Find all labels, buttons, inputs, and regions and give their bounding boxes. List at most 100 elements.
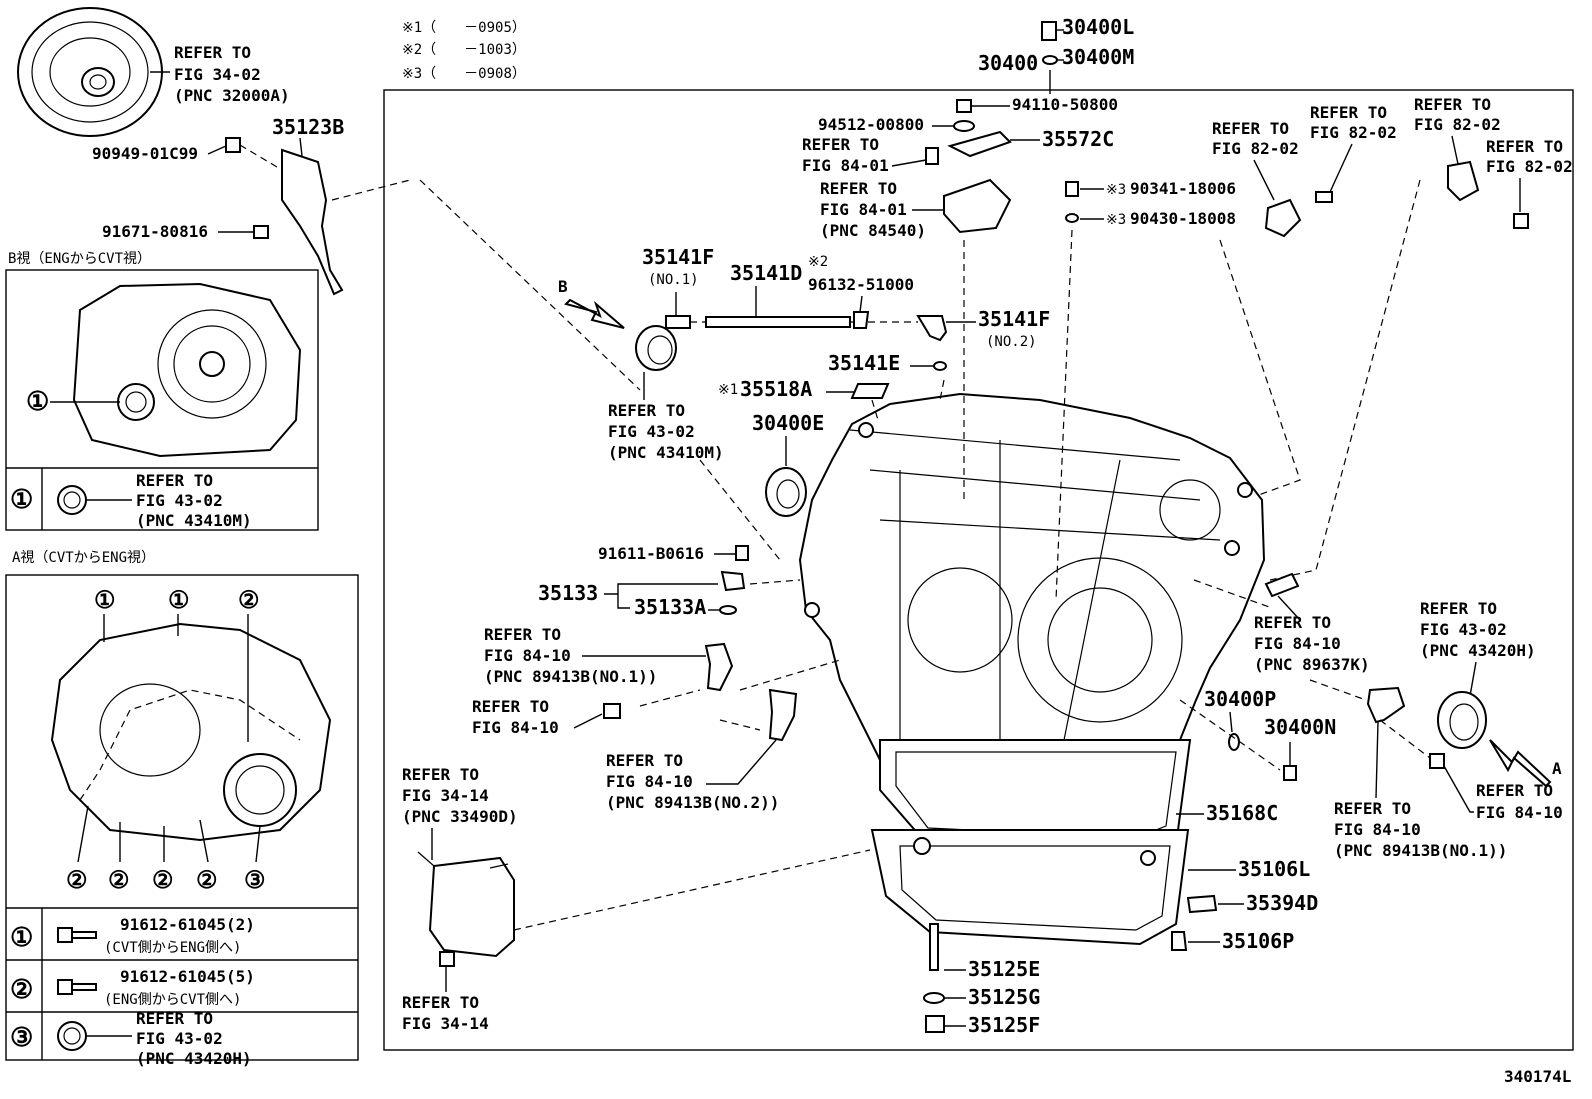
bolt-icon <box>57 979 97 995</box>
part-35106p: 35106P <box>1222 929 1294 953</box>
part-30400m: 30400M <box>1062 45 1134 69</box>
view-a-callouts: ① ① ② ② ② ② ② ③ <box>66 586 266 894</box>
ref-fig-84-10-no2: REFER TO FIG 84-10 (PNC 89413B(NO.2)) <box>606 751 779 812</box>
part-30400e: 30400E <box>752 411 824 435</box>
svg-text:①: ① <box>168 586 190 614</box>
main-frame <box>383 89 1574 1051</box>
mark-2: ※2 <box>808 254 828 270</box>
drain-plug-parts <box>923 923 945 1033</box>
mark-3a: ※3 <box>1106 182 1126 198</box>
part-35141f-no1: 35141F <box>642 245 714 269</box>
part-90949: 90949-01C99 <box>92 144 198 163</box>
view-b-legend-ref: REFER TO FIG 43-02 (PNC 43410M) <box>136 471 252 530</box>
part-94110: 94110-50800 <box>1012 95 1118 114</box>
ref-fig-84-01-b: REFER TO FIG 84-01 (PNC 84540) <box>820 179 926 240</box>
mark-1: ※1 <box>718 382 738 398</box>
view-b-callout: ① <box>26 387 49 417</box>
part-90430: 90430-18008 <box>1130 209 1236 228</box>
ref-fig-43-02-m: REFER TO FIG 43-02 (PNC 43410M) <box>608 401 724 462</box>
arrow-a-label: A <box>1552 759 1562 778</box>
ref-fig-82-02-a: REFER TO FIG 82-02 <box>1212 119 1299 158</box>
oil-seal-43420h <box>1437 691 1487 749</box>
part-30400: 30400 <box>978 51 1038 75</box>
view-a-row3-ref: REFER TO FIG 43-02 (PNC 43420H) <box>136 1009 252 1068</box>
ref-fig-84-10-no1: REFER TO FIG 84-10 (PNC 89413B(NO.1)) <box>484 625 657 686</box>
view-b-arrow-icon <box>564 298 625 329</box>
ref-torque-converter: REFER TO FIG 34-02 (PNC 32000A) <box>174 43 290 105</box>
view-a-housing-drawing <box>50 622 332 842</box>
svg-text:②: ② <box>196 866 218 894</box>
ref-fig-84-10-right-bolt: REFER TO FIG 84-10 <box>1476 781 1563 822</box>
seal-icon <box>57 1021 87 1051</box>
ref-fig-82-02-b: REFER TO FIG 82-02 <box>1310 103 1397 142</box>
sensor-drawings-top-right <box>1264 160 1529 238</box>
part-35141d: 35141D <box>730 261 802 285</box>
view-a-arrow-icon <box>1489 739 1552 788</box>
note-2: ※2（ －1003） <box>402 42 526 58</box>
ref-fig-84-01-a: REFER TO FIG 84-01 <box>802 135 889 175</box>
ref-fig-34-14-a: REFER TO FIG 34-14 (PNC 33490D) <box>402 765 518 826</box>
svg-text:②: ② <box>66 866 88 894</box>
top-fasteners <box>925 21 1079 234</box>
part-35141f-no1-sub: (NO.1) <box>648 272 699 288</box>
part-35125g: 35125G <box>968 985 1040 1009</box>
transmission-case-drawing <box>798 392 1266 792</box>
view-b-seal-icon <box>57 485 87 515</box>
ref-fig-82-02-d: REFER TO FIG 82-02 <box>1486 137 1573 176</box>
part-35125f: 35125F <box>968 1013 1040 1037</box>
diagram-id: 340174L <box>1504 1067 1571 1086</box>
part-35141f-no2-sub: (NO.2) <box>986 334 1037 350</box>
part-35141e: 35141E <box>828 351 900 375</box>
part-30400n: 30400N <box>1264 715 1336 739</box>
svg-text:①: ① <box>94 586 116 614</box>
view-a-row1-num: ① <box>10 923 33 953</box>
part-30400l: 30400L <box>1062 15 1134 39</box>
ref-fig-84-10-bolt: REFER TO FIG 84-10 <box>472 697 559 737</box>
speed-sensor-right <box>1366 686 1406 724</box>
shaft-drawing <box>635 311 948 371</box>
torque-converter-drawing <box>17 7 163 137</box>
speed-sensor-89637k <box>1264 572 1300 598</box>
part-96132: 96132-51000 <box>808 275 914 294</box>
part-35133a: 35133A <box>634 595 706 619</box>
oil-cooler-drawing <box>417 851 515 967</box>
view-a-row3-num: ③ <box>10 1023 33 1053</box>
view-a-row2-part: 91612-61045(5) <box>120 967 255 986</box>
part-35394d: 35394D <box>1246 891 1318 915</box>
part-35106l: 35106L <box>1238 857 1310 881</box>
view-a-title: A視（CVTからENG視） <box>12 550 155 566</box>
note-1: ※1（ －0905） <box>402 20 526 36</box>
part-35123b: 35123B <box>272 115 344 139</box>
part-91611: 91611-B0616 <box>598 544 704 563</box>
part-30400p: 30400P <box>1204 687 1276 711</box>
svg-text:②: ② <box>238 586 260 614</box>
view-a-box <box>5 574 359 1061</box>
svg-text:③: ③ <box>244 866 266 894</box>
view-b-box <box>5 269 319 531</box>
ref-fig-34-14-b: REFER TO FIG 34-14 <box>402 993 489 1033</box>
bracket-35123b-drawing <box>225 137 344 296</box>
ref-fig-84-10-right: REFER TO FIG 84-10 (PNC 89413B(NO.1)) <box>1334 799 1507 860</box>
svg-text:②: ② <box>108 866 130 894</box>
part-35125e: 35125E <box>968 957 1040 981</box>
ref-fig-84-10-89637k: REFER TO FIG 84-10 (PNC 89637K) <box>1254 613 1370 674</box>
arrow-b-label: B <box>558 277 568 296</box>
view-b-housing-drawing <box>72 282 302 458</box>
part-35168c: 35168C <box>1206 801 1278 825</box>
part-90341: 90341-18006 <box>1130 179 1236 198</box>
view-a-row2-num: ② <box>10 975 33 1005</box>
ref-fig-82-02-c: REFER TO FIG 82-02 <box>1414 95 1501 134</box>
part-35133: 35133 <box>538 581 598 605</box>
view-a-row1-part: 91612-61045(2) <box>120 915 255 934</box>
part-35141f-no2: 35141F <box>978 307 1050 331</box>
note-3: ※3（ －0908） <box>402 66 526 82</box>
view-b-legend-num: ① <box>10 485 33 515</box>
view-b-title: B視（ENGからCVT視） <box>8 251 151 267</box>
mark-3b: ※3 <box>1106 212 1126 228</box>
svg-text:②: ② <box>152 866 174 894</box>
bolt-icon <box>57 927 97 943</box>
part-94512: 94512-00800 <box>818 115 924 134</box>
view-a-row2-note: (ENG側からCVT側へ) <box>104 992 241 1008</box>
